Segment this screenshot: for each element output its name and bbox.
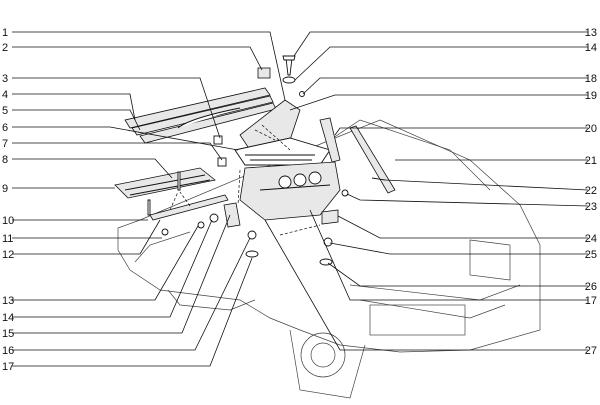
sill-strip <box>149 194 229 221</box>
callout-right-23: 23 <box>585 201 597 213</box>
callout-right-13: 13 <box>585 27 597 39</box>
callout-left-13: 13 <box>2 295 14 307</box>
callout-left-8: 8 <box>2 154 8 166</box>
callout-right-26: 26 <box>585 281 597 293</box>
callout-right-19: 19 <box>585 90 597 102</box>
callout-right-20: 20 <box>585 123 597 135</box>
callout-left-9: 9 <box>2 183 8 195</box>
callout-right-14: 14 <box>585 42 597 54</box>
callout-left-12: 12 <box>2 249 14 261</box>
callout-left-1: 1 <box>2 27 8 39</box>
callouts-left: 1 2 3 4 5 6 7 8 9 10 11 12 13 14 15 16 1… <box>2 27 14 373</box>
floor-panel <box>114 167 216 199</box>
callout-left-2: 2 <box>2 42 8 54</box>
callout-right-22: 22 <box>585 185 597 197</box>
dashboard-main <box>239 161 341 221</box>
callout-left-16: 16 <box>2 345 14 357</box>
callout-left-11: 11 <box>2 233 13 245</box>
roof-rails <box>124 87 277 144</box>
fasteners <box>147 91 386 266</box>
callout-left-4: 4 <box>2 89 8 101</box>
callouts-right: 13 14 18 19 20 21 22 23 24 25 26 17 27 <box>585 27 597 357</box>
callout-left-3: 3 <box>2 73 8 85</box>
callout-left-5: 5 <box>2 105 8 117</box>
callout-left-15: 15 <box>2 328 14 340</box>
long-rail <box>349 125 396 194</box>
leader-lines-right <box>264 31 589 351</box>
dash-upper-panel <box>234 137 331 166</box>
callout-left-7: 7 <box>2 138 8 150</box>
callout-right-27: 27 <box>585 345 597 357</box>
callout-right-17: 17 <box>585 295 597 307</box>
callout-left-17: 17 <box>2 361 14 373</box>
vehicle-outline <box>117 119 541 399</box>
assembly-arrows <box>169 124 321 236</box>
callout-right-24: 24 <box>585 233 597 245</box>
callout-left-6: 6 <box>2 122 8 134</box>
callout-right-25: 25 <box>585 249 597 261</box>
leader-lines-left <box>12 31 286 367</box>
trim-strip-vertical <box>319 117 341 163</box>
callout-left-10: 10 <box>2 215 14 227</box>
bolt-top <box>282 55 296 84</box>
callout-left-14: 14 <box>2 312 14 324</box>
callout-right-21: 21 <box>585 155 597 167</box>
clip-part <box>257 67 271 79</box>
callout-right-18: 18 <box>585 73 597 85</box>
